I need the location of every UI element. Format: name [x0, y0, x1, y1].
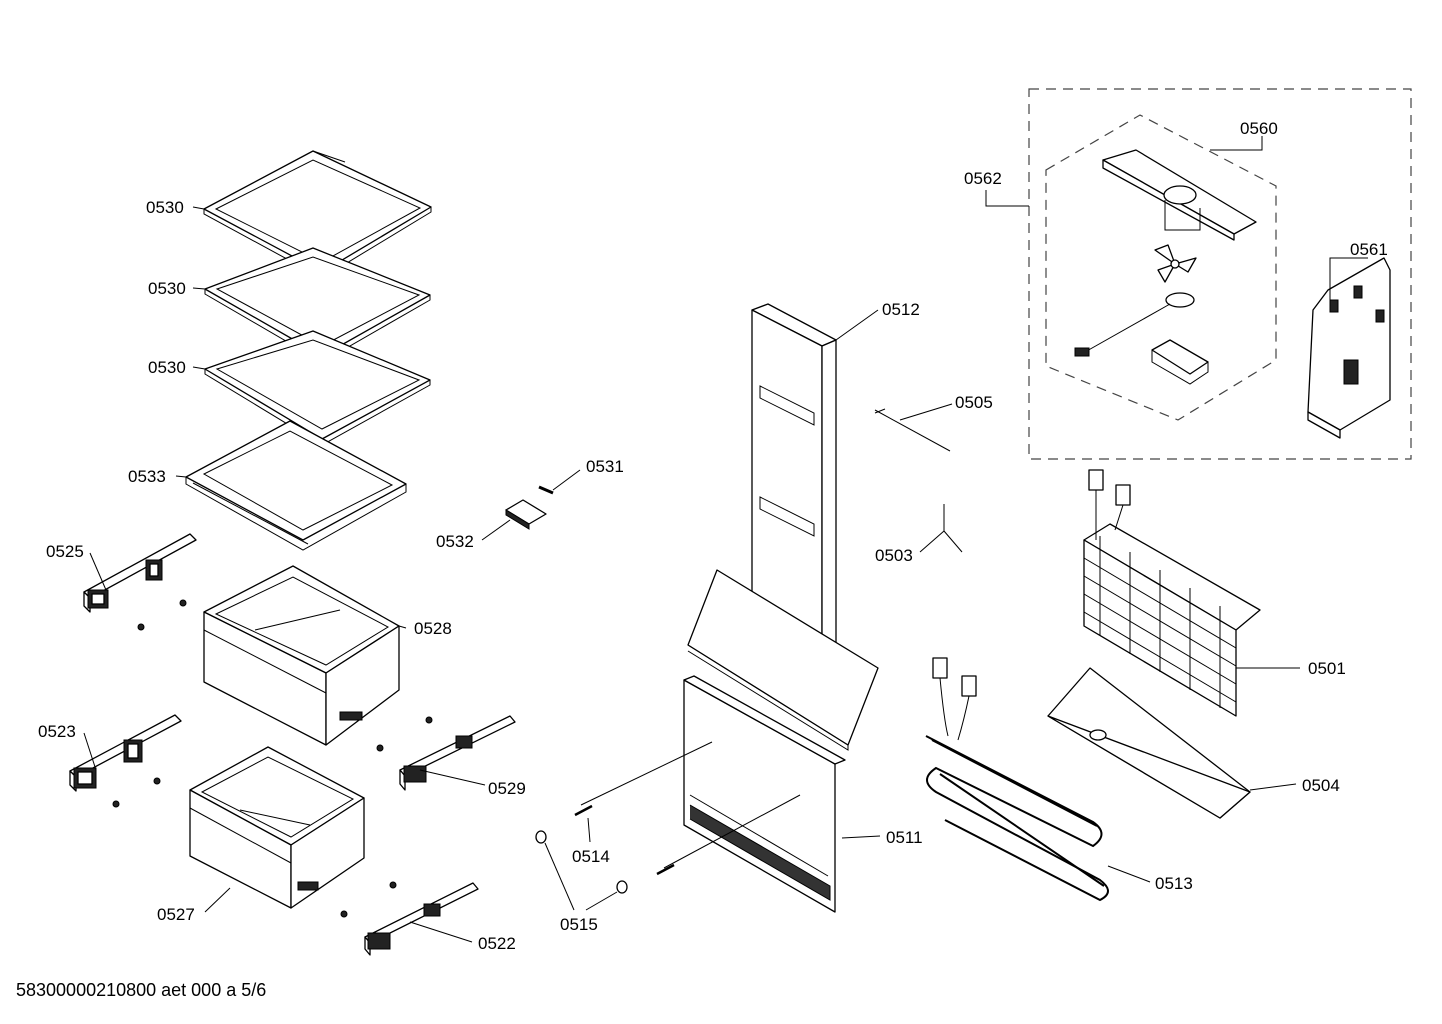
cap-0515b	[616, 880, 628, 894]
label-0512: 0512	[882, 300, 920, 319]
leader-lines	[83, 136, 1368, 943]
fan-subgroup-outline	[1045, 114, 1277, 421]
fan-motor	[1074, 292, 1195, 357]
screw-0529a	[425, 716, 433, 724]
label-0560: 0560	[1240, 119, 1278, 138]
label-0503: 0503	[875, 546, 913, 565]
screw-0529b	[376, 744, 384, 752]
label-0504: 0504	[1302, 776, 1340, 795]
screw-0525b	[137, 623, 145, 631]
fan-group-0562-frame	[1028, 88, 1412, 460]
label-0562: 0562	[964, 169, 1002, 188]
label-0528: 0528	[414, 619, 452, 638]
label-0530-middle: 0530	[148, 279, 186, 298]
screw-0522b	[340, 910, 348, 918]
screw-0525a	[179, 599, 187, 607]
drawing-reference-footer: 58300000210800 aet 000 a 5/6	[16, 980, 267, 1000]
label-0561: 0561	[1350, 240, 1388, 259]
label-0513: 0513	[1155, 874, 1193, 893]
label-0527: 0527	[157, 905, 195, 924]
label-0530-bottom: 0530	[148, 358, 186, 377]
label-0505: 0505	[955, 393, 993, 412]
label-0533: 0533	[128, 467, 166, 486]
crisper-drawer-0528	[203, 565, 400, 746]
sensor-0505	[874, 408, 951, 452]
part-labels: 0530 0530 0530 0533 0525 0528 0523 0529 …	[38, 119, 1388, 953]
drawer-rail-0522	[364, 882, 479, 956]
screw-0514b	[656, 863, 675, 876]
label-0529: 0529	[488, 779, 526, 798]
fan-blade	[1154, 244, 1197, 283]
label-0501: 0501	[1308, 659, 1346, 678]
motor-bracket	[1151, 339, 1209, 385]
label-0530-top: 0530	[146, 198, 184, 217]
fan-cover-0560	[1102, 149, 1257, 241]
screw-0522a	[389, 881, 397, 889]
label-0525: 0525	[46, 542, 84, 561]
cap-0515a	[535, 830, 547, 844]
screw-0523a	[153, 777, 161, 785]
fan-housing-0561	[1307, 257, 1391, 439]
air-duct-0512	[751, 303, 837, 661]
back-panel-0511	[683, 675, 846, 913]
screw-0523b	[112, 800, 120, 808]
label-0515: 0515	[560, 915, 598, 934]
drawer-rail-0523	[69, 714, 182, 792]
evaporator-0501	[1083, 469, 1261, 717]
drain-tray-0504	[1047, 667, 1251, 819]
clip-0532	[505, 499, 547, 530]
crisper-drawer-0527	[189, 746, 365, 909]
label-0511: 0511	[886, 828, 923, 847]
drawer-rail-0525	[83, 533, 197, 613]
label-0523: 0523	[38, 722, 76, 741]
pin-0531	[538, 485, 554, 495]
glass-shelf-0530-top	[203, 150, 432, 279]
glass-shelf-0530-bottom	[204, 330, 431, 446]
sensor-0503	[943, 504, 963, 553]
label-0514: 0514	[572, 847, 610, 866]
defrost-heater-0513	[925, 657, 1109, 902]
label-0531: 0531	[586, 457, 624, 476]
screw-0514a	[574, 804, 593, 817]
crisper-cover-shelf-0533	[185, 420, 407, 551]
divider-plate	[687, 569, 879, 751]
label-0522: 0522	[478, 934, 516, 953]
label-0532: 0532	[436, 532, 474, 551]
